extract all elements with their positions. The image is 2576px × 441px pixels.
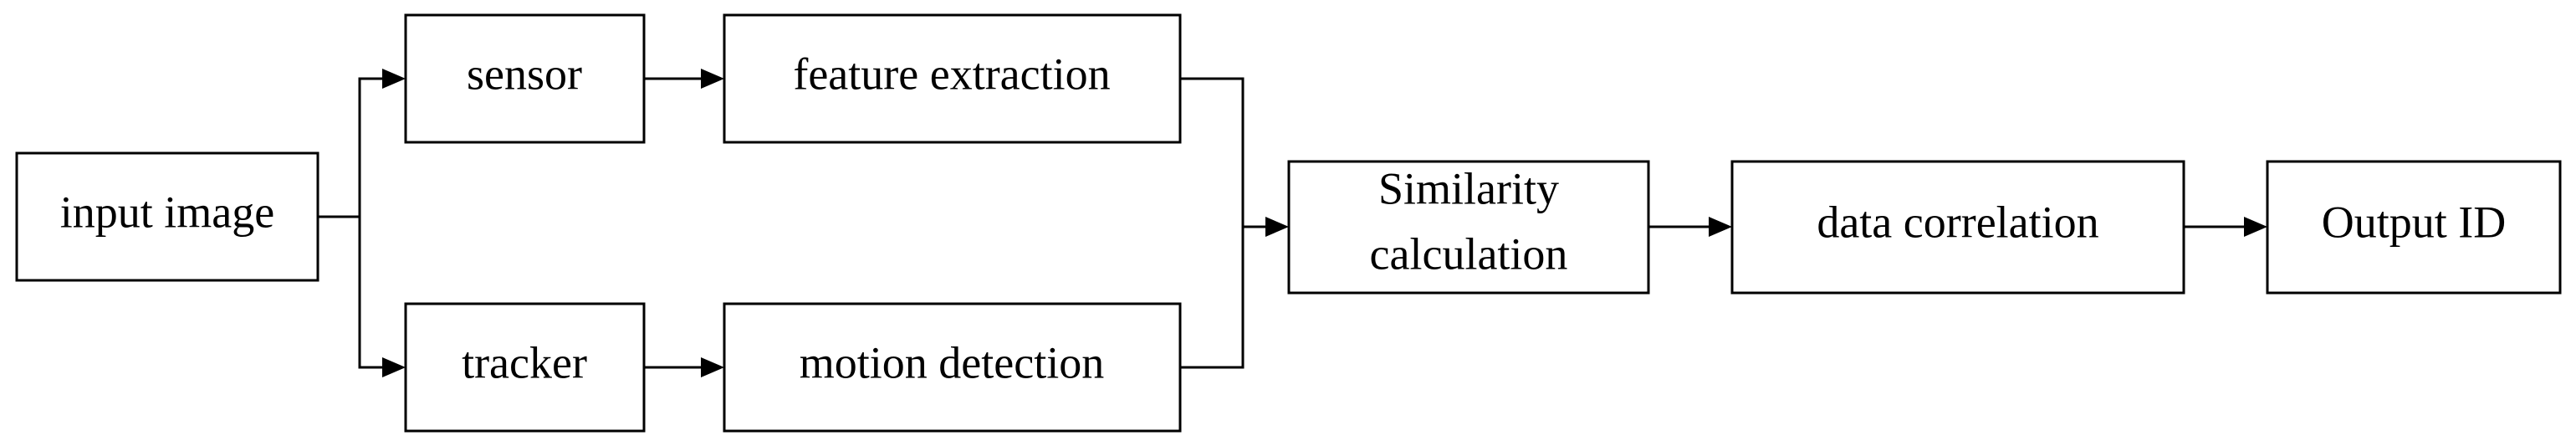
edge-merge-to-similarity-arrowhead xyxy=(1265,217,1289,237)
node-feature-extraction-box xyxy=(723,13,1182,144)
edge-feature-to-merge-line xyxy=(1180,77,1245,369)
node-sensor-label: sensor xyxy=(467,49,582,99)
node-input-image-box xyxy=(15,151,319,282)
edge-branch-to-sensor-arrowhead xyxy=(382,69,406,89)
edge-branch-to-tracker-arrowhead xyxy=(382,357,406,377)
node-similarity-calculation-line1: Similarity xyxy=(1378,163,1559,213)
node-motion-detection-label: motion detection xyxy=(800,337,1104,387)
edge-tracker-to-motion-arrowhead xyxy=(701,357,724,377)
node-similarity-calculation-line2: calculation xyxy=(1370,228,1568,279)
edge-sensor-to-feature-arrowhead xyxy=(701,69,724,89)
edge-correlation-to-output-arrowhead xyxy=(2244,217,2267,237)
node-motion-detection-box xyxy=(723,302,1182,433)
edge-branch-to-tracker-line xyxy=(358,217,382,369)
node-tracker-label: tracker xyxy=(462,337,587,387)
node-input-image-label: input image xyxy=(60,187,274,237)
node-output-id-box xyxy=(2266,160,2562,295)
node-output-id-label: Output ID xyxy=(2322,197,2506,247)
node-data-correlation-label: data correlation xyxy=(1817,197,2098,247)
edge-similarity-to-correlation-arrowhead xyxy=(1709,217,1732,237)
node-feature-extraction-label: feature extraction xyxy=(793,49,1110,99)
node-tracker-box xyxy=(404,302,646,433)
node-similarity-calculation-box xyxy=(1287,160,1650,295)
node-sensor-box xyxy=(404,13,646,144)
edge-branch-to-sensor-line xyxy=(358,77,382,217)
node-data-correlation-box xyxy=(1730,160,2185,295)
